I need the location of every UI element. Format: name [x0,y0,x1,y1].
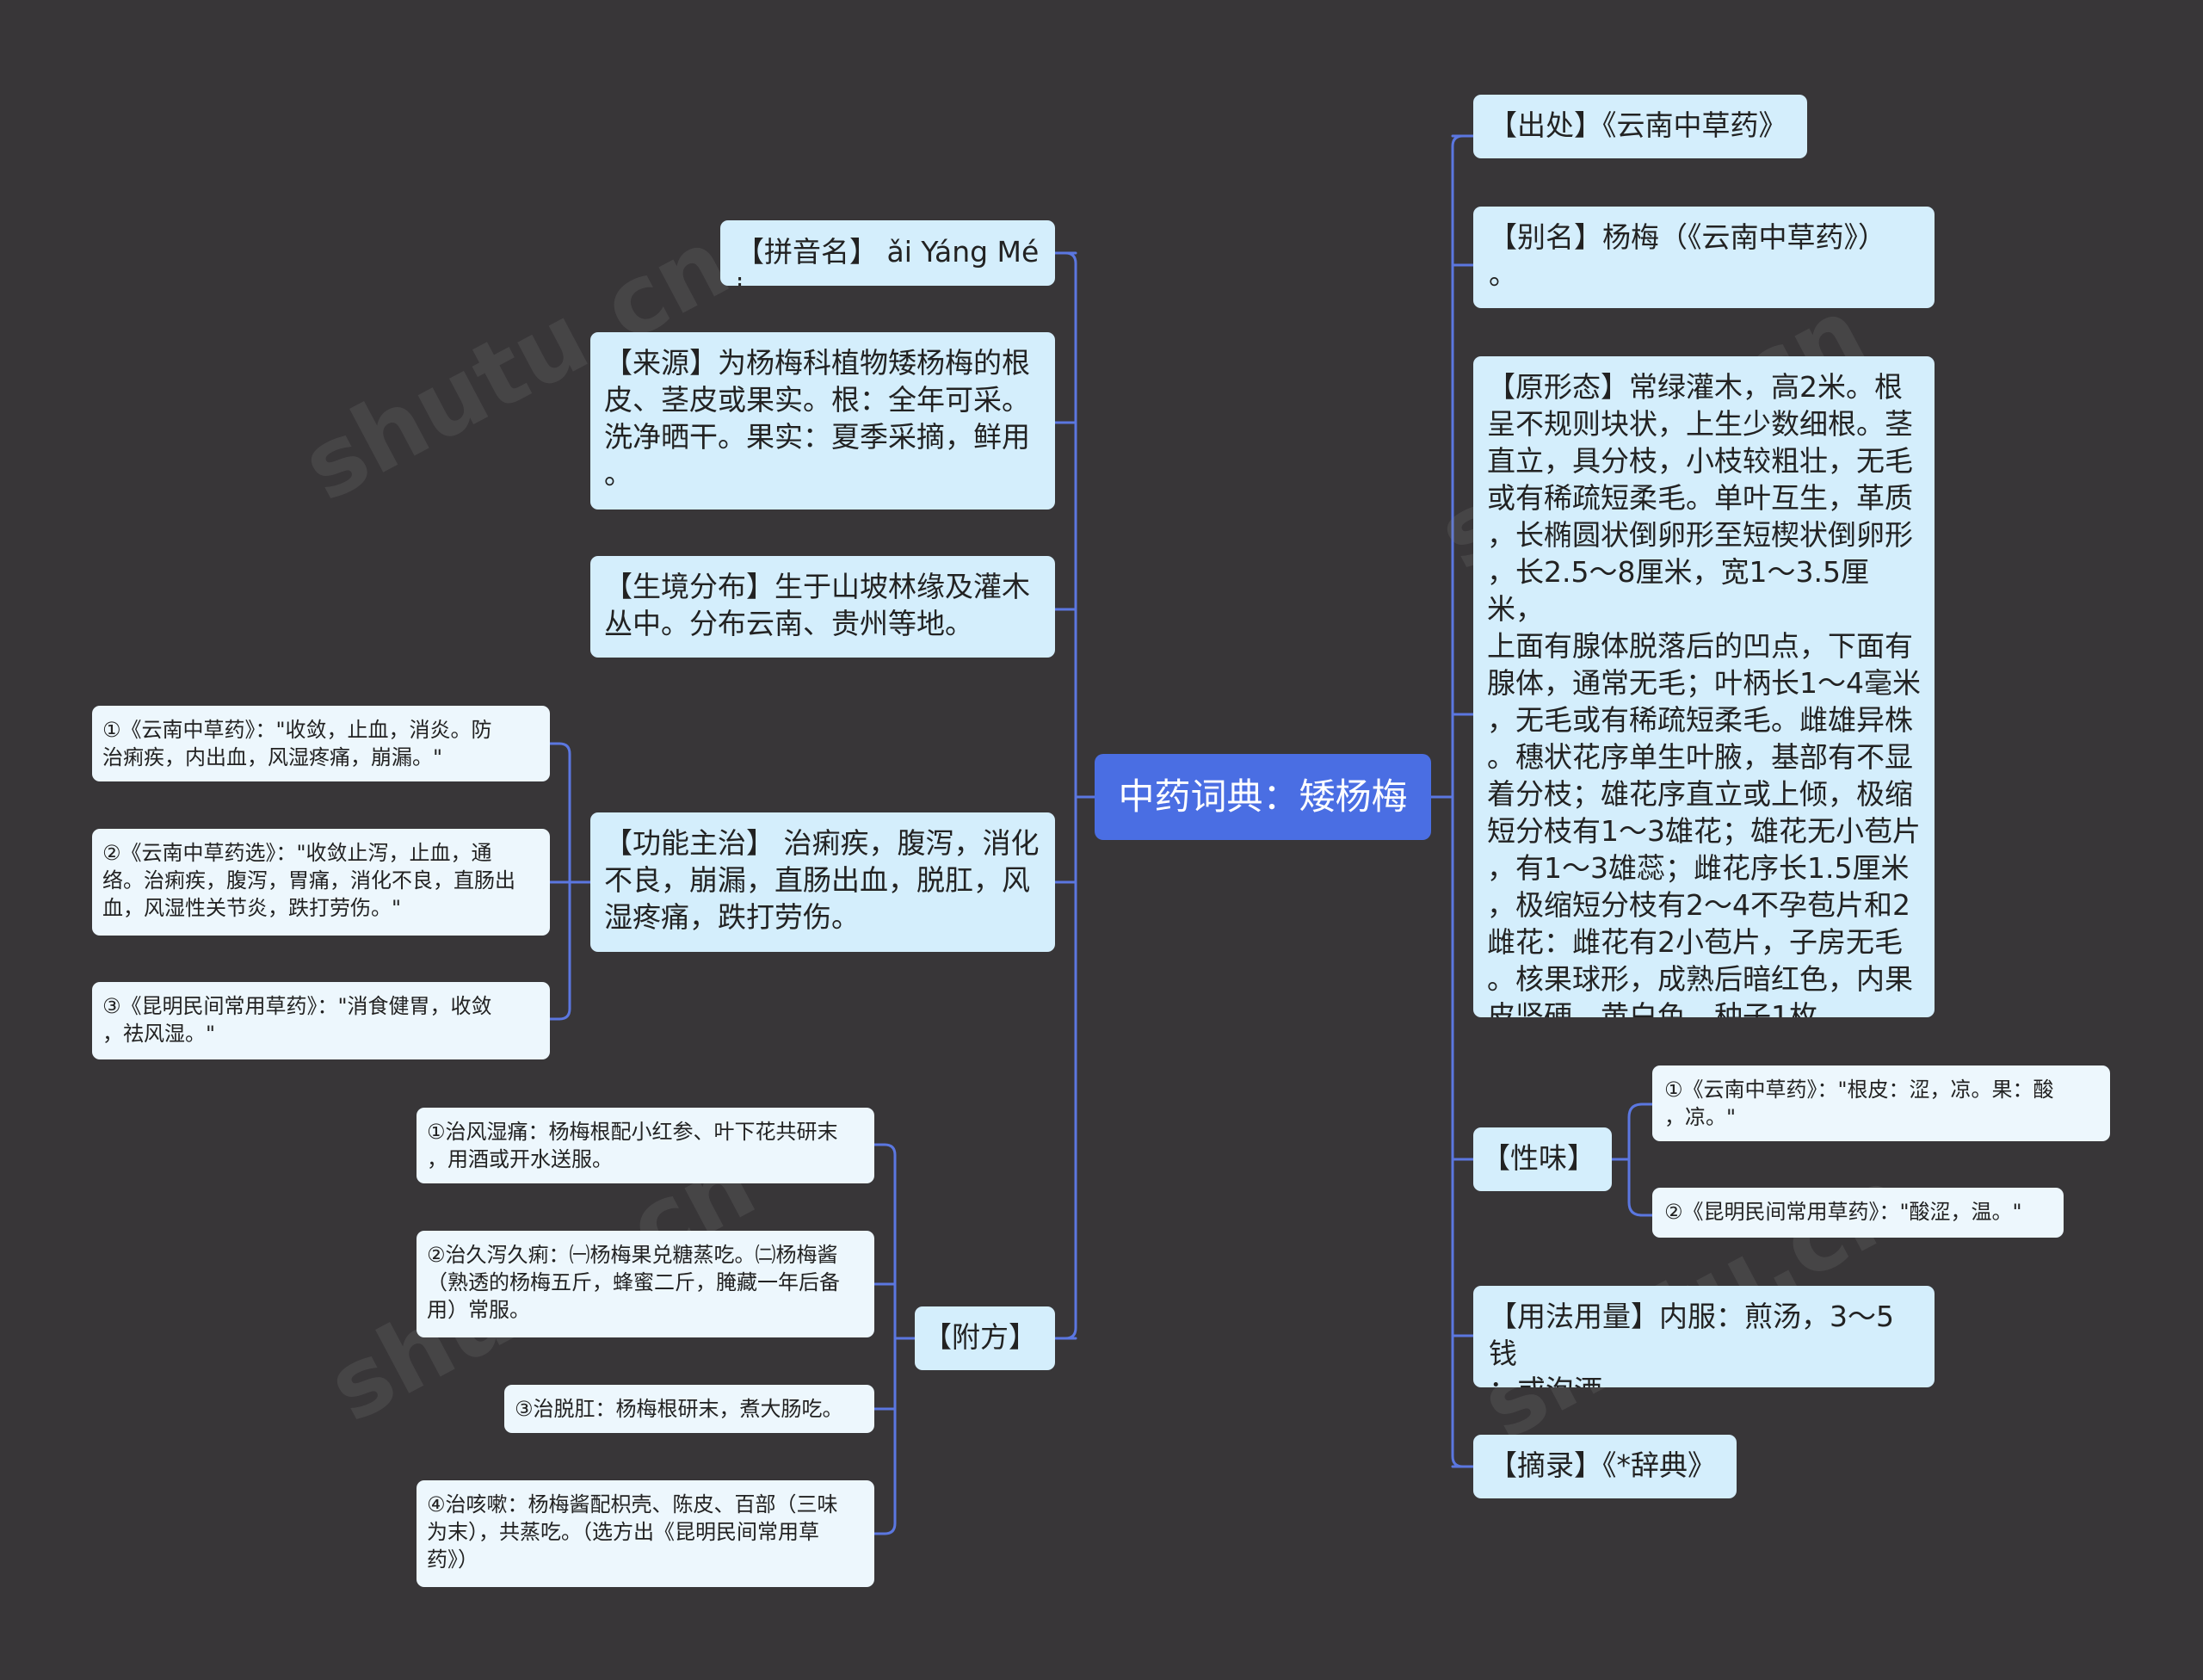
topic-fufang[interactable]: 【附方】 [915,1306,1055,1370]
gongneng-item-2[interactable]: ②《云南中草药选》："收敛止泻，止血，通 络。治痢疾，腹泻，胃痛，消化不良，直肠… [92,829,550,936]
topic-yuanxingtai[interactable]: 【原形态】常绿灌木，高2米。根 呈不规则块状，上生少数细根。茎 直立，具分枝，小… [1473,356,1935,1017]
trunk-left [1064,251,1077,1340]
root-topic[interactable]: 中药词典：矮杨梅 [1095,754,1431,840]
topic-zhailu[interactable]: 【摘录】《*辞典》 [1473,1435,1737,1498]
topic-bieming[interactable]: 【别名】杨梅（《云南中草药》） 。 [1473,207,1935,308]
gongneng-item-1[interactable]: ①《云南中草药》："收敛，止血，消炎。防 治痢疾，内出血，风湿疼痛，崩漏。" [92,706,550,781]
gongneng-item-3[interactable]: ③《昆明民间常用草药》："消食健胃，收敛 ，祛风湿。" [92,982,550,1059]
fufang-item-3[interactable]: ③治脱肛：杨梅根研末，煮大肠吃。 [504,1385,874,1433]
topic-chuchu[interactable]: 【出处】《云南中草药》 [1473,95,1807,158]
xingwei-item-1[interactable]: ①《云南中草药》："根皮：涩，凉。果：酸 ，凉。" [1652,1065,2110,1141]
fufang-item-2[interactable]: ②治久泻久痢：㈠杨梅果兑糖蒸吃。㈡杨梅酱 （熟透的杨梅五斤，蜂蜜二斤，腌藏一年后… [417,1231,874,1337]
xingwei-item-2[interactable]: ②《昆明民间常用草药》："酸涩，温。" [1652,1188,2064,1238]
topic-pinyin[interactable]: 【拼音名】 ǎi Yáng Méi [720,220,1055,286]
topic-gongneng[interactable]: 【功能主治】 治痢疾，腹泻，消化 不良，崩漏，直肠出血，脱肛，风 湿疼痛，跌打劳… [590,812,1055,952]
trunk-right [1451,134,1465,1468]
topic-yongfa[interactable]: 【用法用量】内服：煎汤，3～5钱 ；或泡酒。 [1473,1286,1935,1387]
topic-shengjing[interactable]: 【生境分布】生于山坡林缘及灌木 丛中。分布云南、贵州等地。 [590,556,1055,658]
topic-laiyuan[interactable]: 【来源】为杨梅科植物矮杨梅的根 皮、茎皮或果实。根：全年可采。 洗净晒干。果实：… [590,332,1055,510]
fufang-item-1[interactable]: ①治风湿痛：杨梅根配小红参、叶下花共研末 ，用酒或开水送服。 [417,1108,874,1183]
topic-xingwei[interactable]: 【性味】 [1473,1127,1612,1191]
fufang-item-4[interactable]: ④治咳嗽：杨梅酱配枳壳、陈皮、百部（三味 为末），共蒸吃。（选方出《昆明民间常用… [417,1480,874,1587]
